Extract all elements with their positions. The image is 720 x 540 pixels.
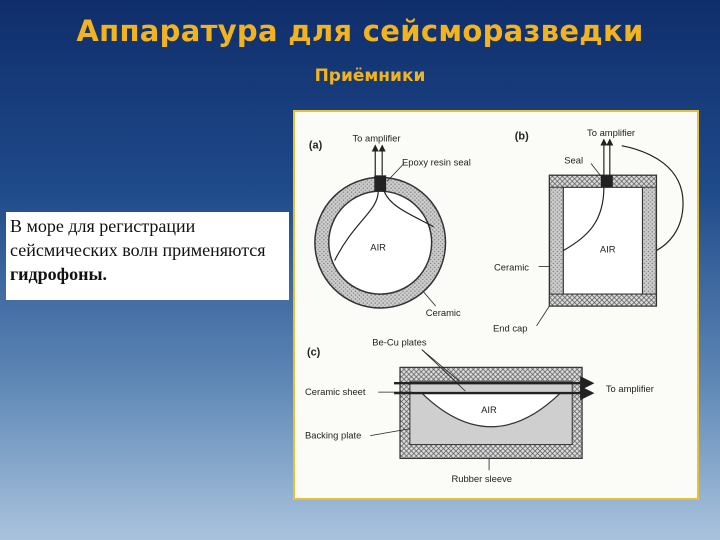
panel-b-endcap-leader xyxy=(536,305,550,327)
panel-b-end-cap xyxy=(548,293,657,307)
panel-b-seal-leader xyxy=(590,163,603,178)
panel-b-wire-outer xyxy=(621,145,684,252)
panel-c-becu-leader-2 xyxy=(421,349,466,392)
panel-a-wire-inner xyxy=(334,191,379,261)
panel-a-epoxy-leader xyxy=(386,163,405,182)
panel-b-marker: (b) xyxy=(515,131,529,143)
panel-a-amplifier-label: To amplifier xyxy=(352,133,400,144)
panel-c-air-cavity xyxy=(420,392,562,428)
panel-a-marker: (a) xyxy=(309,140,323,152)
panel-b-amplifier-label: To amplifier xyxy=(587,127,635,138)
panel-c-backing-label: Backing plate xyxy=(305,430,361,441)
panel-b-seal xyxy=(600,175,613,188)
body-text: В море для регистрации сейсмических волн… xyxy=(10,216,266,260)
slide-subtitle: Приёмники xyxy=(314,66,426,86)
panel-b-air-cavity xyxy=(562,186,644,295)
body-text-bold: гидрофоны. xyxy=(10,264,108,284)
panel-c-rubber-label: Rubber sleeve xyxy=(451,473,512,484)
hydrophone-diagram: (a) To amplifier Epoxy resin seal AIR Ce… xyxy=(305,127,684,484)
panel-c-backing-leader xyxy=(370,428,410,437)
panel-b-air-label: AIR xyxy=(600,244,616,255)
panel-a-epoxy-seal xyxy=(374,175,387,192)
panel-a-air-label: AIR xyxy=(370,242,386,253)
slide-title: Аппаратура для сейсморазведки xyxy=(76,14,644,48)
panel-c-ceramic-sheet-label: Ceramic sheet xyxy=(305,386,366,397)
panel-a-ceramic-label: Ceramic xyxy=(426,307,461,318)
panel-b-seal-label: Seal xyxy=(564,154,583,165)
panel-a-epoxy-label: Epoxy resin seal xyxy=(402,156,471,167)
body-text-box: В море для регистрации сейсмических волн… xyxy=(6,212,289,300)
panel-c-marker: (c) xyxy=(307,346,321,358)
panel-b-endcap-label: End cap xyxy=(493,323,527,334)
panel-b-ceramic-label: Ceramic xyxy=(494,261,529,272)
panel-c-amplifier-label: To amplifier xyxy=(606,383,654,394)
panel-c-becu-label: Be-Cu plates xyxy=(372,337,427,348)
panel-a-wire-outer xyxy=(383,190,434,228)
panel-a-ceramic-leader xyxy=(423,291,436,307)
hydrophone-figure: (a) To amplifier Epoxy resin seal AIR Ce… xyxy=(293,110,699,500)
panel-b-wire-inner xyxy=(563,187,605,252)
panel-c-becu-leader-1 xyxy=(421,349,460,382)
panel-c-air-label: AIR xyxy=(481,404,497,415)
